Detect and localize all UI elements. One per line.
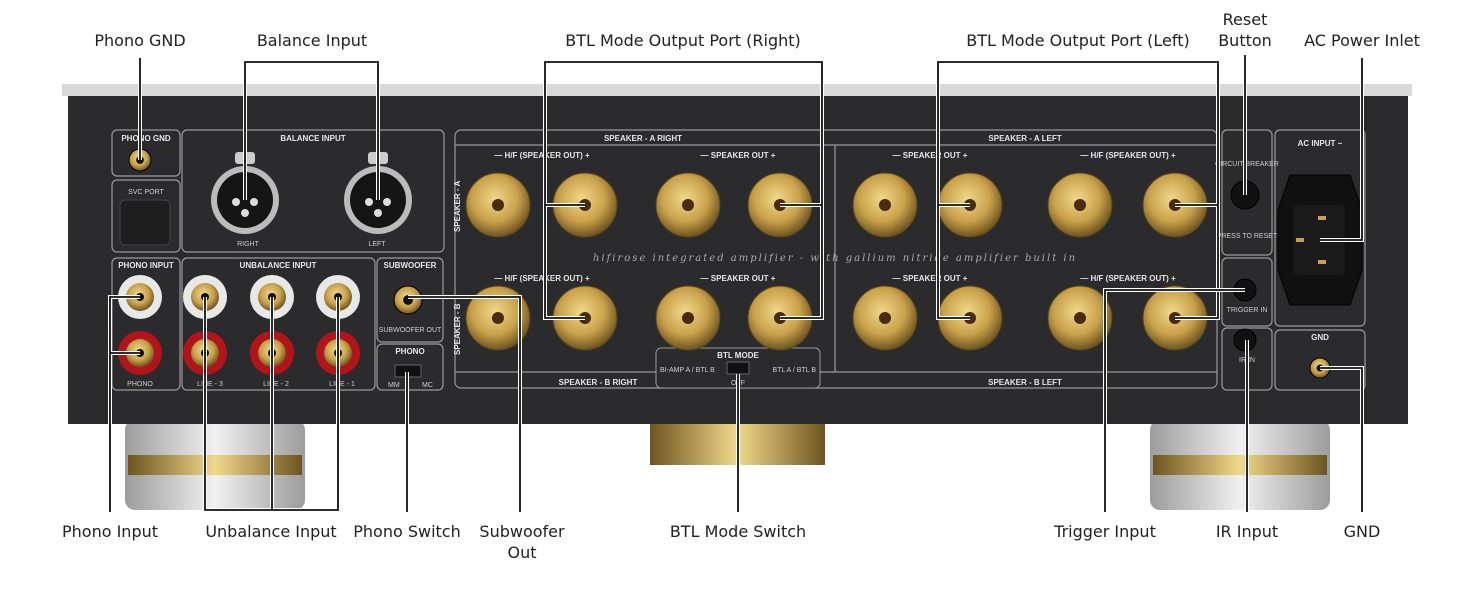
speaker-a-binding-post-7 <box>1047 172 1113 238</box>
label-unbalance-input: UNBALANCE INPUT <box>240 261 317 270</box>
label-hf-out-al: — H/F (SPEAKER OUT) + <box>1080 151 1176 160</box>
speaker-b-binding-post-1 <box>465 285 531 351</box>
label-speaker-out-ar: — SPEAKER OUT + <box>701 151 776 160</box>
label-speaker-a-right: SPEAKER - A RIGHT <box>604 134 682 143</box>
callout-trigger-input: Trigger Input <box>1053 522 1156 541</box>
callout-line-14 <box>1320 367 1363 512</box>
label-phono-gnd: PHONO GND <box>121 134 171 143</box>
label-speaker-b-left: SPEAKER - B LEFT <box>988 378 1062 387</box>
speaker-a-binding-post-5 <box>852 172 918 238</box>
callout-lines <box>108 55 1364 512</box>
callout-gnd: GND <box>1344 522 1381 541</box>
callout-line-2 <box>244 61 379 200</box>
callout-labels: Phono GND Balance Input BTL Mode Output … <box>62 10 1420 562</box>
callout-line-10 <box>408 296 521 512</box>
label-phono-jack: PHONO <box>127 381 153 388</box>
callout-line-8 <box>204 297 339 511</box>
label-speaker-b-side: SPEAKER - B <box>453 303 462 355</box>
label-ac-input: AC INPUT ~ <box>1298 139 1343 148</box>
speaker-b-binding-post-3 <box>655 285 721 351</box>
label-speaker-a-left: SPEAKER - A LEFT <box>988 134 1061 143</box>
callout-line-12 <box>1104 289 1245 512</box>
label-hf-out-ar: — H/F (SPEAKER OUT) + <box>494 151 590 160</box>
label-speaker-b-right: SPEAKER - B RIGHT <box>559 378 638 387</box>
label-left: LEFT <box>368 241 386 248</box>
callout-phono-gnd: Phono GND <box>94 31 185 50</box>
speaker-b-binding-post-7 <box>1047 285 1113 351</box>
label-svc-port: SVC PORT <box>128 189 164 196</box>
label-mm: MM <box>388 382 400 389</box>
callout-unbalance-input: Unbalance Input <box>205 522 336 541</box>
speaker-a-binding-post-3 <box>655 172 721 238</box>
callout-reset-1: Reset <box>1223 10 1268 29</box>
label-speaker-out-br: — SPEAKER OUT + <box>701 274 776 283</box>
label-line1: LINE - 1 <box>329 381 355 388</box>
label-press-to-reset: PRESS TO RESET <box>1217 233 1278 240</box>
label-biamp: BI-AMP A / BTL B <box>660 367 715 374</box>
label-subwoofer-out: SUBWOOFER OUT <box>379 327 442 334</box>
label-trigger-in: TRIGGER IN <box>1227 307 1268 314</box>
label-mc: MC <box>422 382 433 389</box>
label-balance-input: BALANCE INPUT <box>280 134 345 143</box>
callout-line-6 <box>1320 58 1363 241</box>
callout-line-3 <box>544 61 823 319</box>
callout-sub-2: Out <box>507 543 536 562</box>
callout-ir-input: IR Input <box>1216 522 1278 541</box>
speaker-a-binding-post-1 <box>465 172 531 238</box>
label-hf-out-bl: — H/F (SPEAKER OUT) + <box>1080 274 1176 283</box>
callout-btl-right: BTL Mode Output Port (Right) <box>565 31 801 50</box>
label-line3: LINE - 3 <box>197 381 223 388</box>
svc-port <box>119 199 171 246</box>
callout-phono-switch: Phono Switch <box>353 522 461 541</box>
callout-reset-2: Button <box>1218 31 1272 50</box>
callout-line-7 <box>109 296 140 512</box>
feet <box>125 420 1330 510</box>
callout-sub-1: Subwoofer <box>479 522 565 541</box>
callout-ac-power: AC Power Inlet <box>1304 31 1420 50</box>
label-speaker-a-side: SPEAKER - A <box>453 181 462 232</box>
callout-btl-left: BTL Mode Output Port (Left) <box>966 31 1189 50</box>
btl-mode-switch <box>726 361 750 375</box>
label-line2: LINE - 2 <box>263 381 289 388</box>
callout-balance-input: Balance Input <box>257 31 367 50</box>
label-right: RIGHT <box>237 241 260 248</box>
label-speaker-out-al: — SPEAKER OUT + <box>893 151 968 160</box>
speaker-b-binding-post-5 <box>852 285 918 351</box>
callout-phono-input: Phono Input <box>62 522 158 541</box>
label-gnd: GND <box>1311 333 1329 342</box>
chassis-top <box>62 84 1412 96</box>
tagline: hifirose integrated amplifier - with gal… <box>593 253 1077 264</box>
callout-btl-switch: BTL Mode Switch <box>670 522 806 541</box>
label-hf-out-br: — H/F (SPEAKER OUT) + <box>494 274 590 283</box>
label-speaker-out-bl: — SPEAKER OUT + <box>893 274 968 283</box>
callout-line-4 <box>937 61 1219 319</box>
label-btl-mode: BTL MODE <box>717 351 759 360</box>
label-phono: PHONO <box>395 347 424 356</box>
label-btl-ab: BTL A / BTL B <box>773 367 817 374</box>
label-phono-input: PHONO INPUT <box>118 261 174 270</box>
label-subwoofer: SUBWOOFER <box>384 261 437 270</box>
subwoofer-out-jack <box>393 285 423 315</box>
